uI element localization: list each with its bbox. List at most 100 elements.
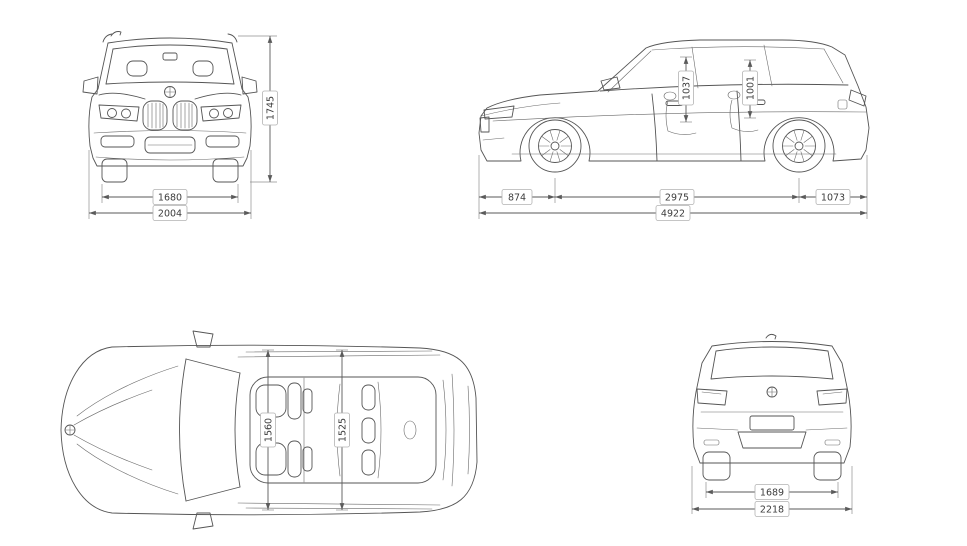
rear-tire-right xyxy=(813,451,842,481)
dim-label-front-interior-width: 1560 xyxy=(260,412,276,448)
side-car-drawing xyxy=(478,39,870,173)
svg-text:2004: 2004 xyxy=(158,209,182,220)
c-pillar xyxy=(763,44,773,87)
hood-cut xyxy=(480,102,561,117)
svg-text:1001: 1001 xyxy=(746,76,757,100)
tailgate-line xyxy=(467,385,470,475)
dim-label-front-height: 1745 xyxy=(262,90,278,126)
headrest-left xyxy=(126,60,148,77)
windshield xyxy=(105,44,235,85)
bmw-roundel xyxy=(164,86,176,98)
side-mirror-left xyxy=(82,76,99,95)
rear-window xyxy=(710,346,834,380)
dim-label-front-headroom: 1037 xyxy=(678,70,694,106)
dim-label-rear-track: 1689 xyxy=(754,484,790,500)
dim-label-rear-headroom: 1001 xyxy=(742,70,758,106)
interior-mirror xyxy=(162,52,178,61)
side-body-outline xyxy=(478,39,870,162)
side-taillight xyxy=(848,89,867,107)
front-tire-right xyxy=(212,158,239,183)
front-seat-outline xyxy=(663,91,697,135)
svg-text:874: 874 xyxy=(508,193,526,204)
dim-label-overall-length: 4922 xyxy=(655,205,691,221)
svg-text:1037: 1037 xyxy=(682,76,693,100)
front-tire-left xyxy=(101,158,128,183)
headlight-left xyxy=(98,104,140,122)
svg-text:1073: 1073 xyxy=(821,193,845,204)
roof-rail-right xyxy=(227,33,238,43)
hood-crease-left xyxy=(98,92,146,100)
dim-label-front-overhang: 874 xyxy=(501,189,533,205)
front-view: 1745 1680 2004 xyxy=(82,31,278,221)
air-intake-right xyxy=(205,135,240,148)
license-plate-recess xyxy=(749,415,795,431)
top-body-outline xyxy=(60,344,478,516)
side-view: 1037 1001 874 2975 1073 4 xyxy=(478,39,870,221)
bumper-crease xyxy=(696,427,848,431)
kidney-grille xyxy=(142,100,198,131)
dim-label-rear-width: 2218 xyxy=(754,501,790,517)
reflector-right xyxy=(824,439,841,446)
rear-wheel xyxy=(772,119,826,173)
side-kidney xyxy=(479,116,490,133)
windshield-top xyxy=(179,358,241,502)
rear-tire-left xyxy=(702,451,731,481)
rear-seat-outline xyxy=(727,90,759,132)
bmw-roundel-top xyxy=(64,424,76,436)
front-wheel xyxy=(528,119,582,173)
dim-label-wheelbase: 2975 xyxy=(659,189,695,205)
taillight-left xyxy=(696,388,728,406)
rear-diffuser xyxy=(737,431,807,449)
svg-text:1525: 1525 xyxy=(338,418,349,442)
front-car-drawing xyxy=(82,31,258,183)
antenna-fin xyxy=(110,31,122,37)
a-pillar xyxy=(607,50,652,93)
wing-mirror xyxy=(600,76,621,91)
dim-label-rear-overhang: 1073 xyxy=(815,189,851,205)
headlight-right xyxy=(200,104,242,122)
svg-text:4922: 4922 xyxy=(661,209,685,220)
reflector-left xyxy=(703,439,720,446)
roof-rail-bottom xyxy=(237,502,441,510)
svg-text:1745: 1745 xyxy=(266,96,277,120)
rear-view: 1689 2218 xyxy=(691,333,853,517)
side-headlight xyxy=(483,105,515,120)
roof-rail-top xyxy=(237,350,441,358)
top-view: 1560 1525 xyxy=(60,330,478,530)
center-intake xyxy=(144,136,196,154)
bumper-line xyxy=(93,130,247,134)
b-pillar xyxy=(691,46,699,89)
rear-window-edge xyxy=(442,379,447,481)
svg-text:1680: 1680 xyxy=(158,193,182,204)
front-body-outline xyxy=(88,37,252,167)
mirror-top-left xyxy=(192,330,214,348)
character-line xyxy=(492,111,867,122)
beltline xyxy=(599,83,849,92)
dim-label-front-track: 1680 xyxy=(152,189,188,205)
rear-antenna-fin xyxy=(765,333,777,340)
side-mirror-right xyxy=(241,76,258,95)
spoiler-edge xyxy=(451,373,455,487)
rear-car-drawing xyxy=(692,333,852,481)
hood-creases-top xyxy=(73,365,179,495)
svg-text:1689: 1689 xyxy=(760,488,784,499)
mirror-bottom-left xyxy=(192,512,214,530)
lower-bumper-edge xyxy=(95,156,245,161)
taillight-right xyxy=(816,388,848,406)
headrest-right xyxy=(192,60,214,77)
front-door-line xyxy=(651,93,658,162)
svg-text:2218: 2218 xyxy=(760,505,784,516)
fuel-door xyxy=(837,99,848,110)
svg-text:1560: 1560 xyxy=(264,418,275,442)
rear-body-outline xyxy=(692,341,852,464)
dim-label-rear-interior-width: 1525 xyxy=(334,412,350,448)
roofline-inner xyxy=(651,46,825,51)
roof-antenna-top xyxy=(403,420,417,440)
front-intake-line xyxy=(482,137,505,141)
roof-rail-left xyxy=(102,33,113,43)
bmw-roundel-rear xyxy=(766,386,778,398)
svg-text:2975: 2975 xyxy=(665,193,689,204)
air-intake-left xyxy=(100,135,135,148)
